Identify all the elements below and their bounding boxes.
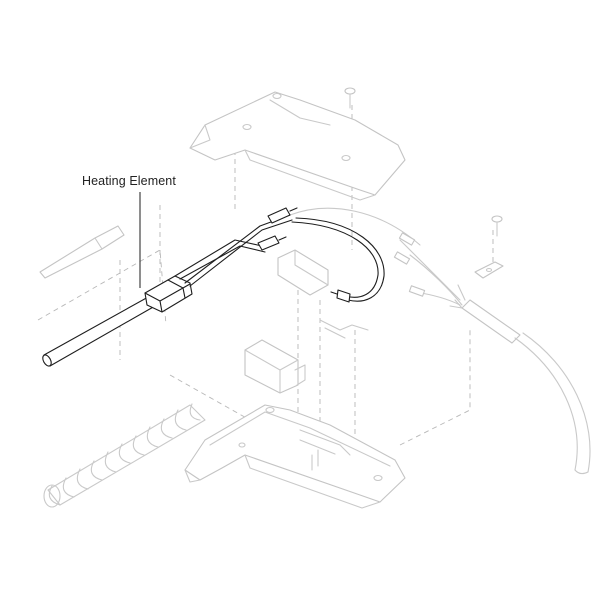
switch-bracket — [277, 249, 329, 296]
bottom-handle-shell — [184, 404, 406, 509]
power-cord — [449, 284, 591, 475]
contact-clip — [319, 319, 369, 339]
top-handle-cover — [189, 91, 406, 201]
heating-element — [42, 207, 385, 367]
thermostat-switch — [244, 339, 306, 394]
internal-wires — [289, 207, 463, 306]
cord-clamp — [474, 261, 504, 279]
top-screw — [344, 87, 356, 109]
tip-spring — [43, 403, 206, 508]
heating-element-label: Heating Element — [82, 174, 176, 188]
side-screw — [491, 215, 503, 237]
soldering-tip — [39, 225, 125, 279]
